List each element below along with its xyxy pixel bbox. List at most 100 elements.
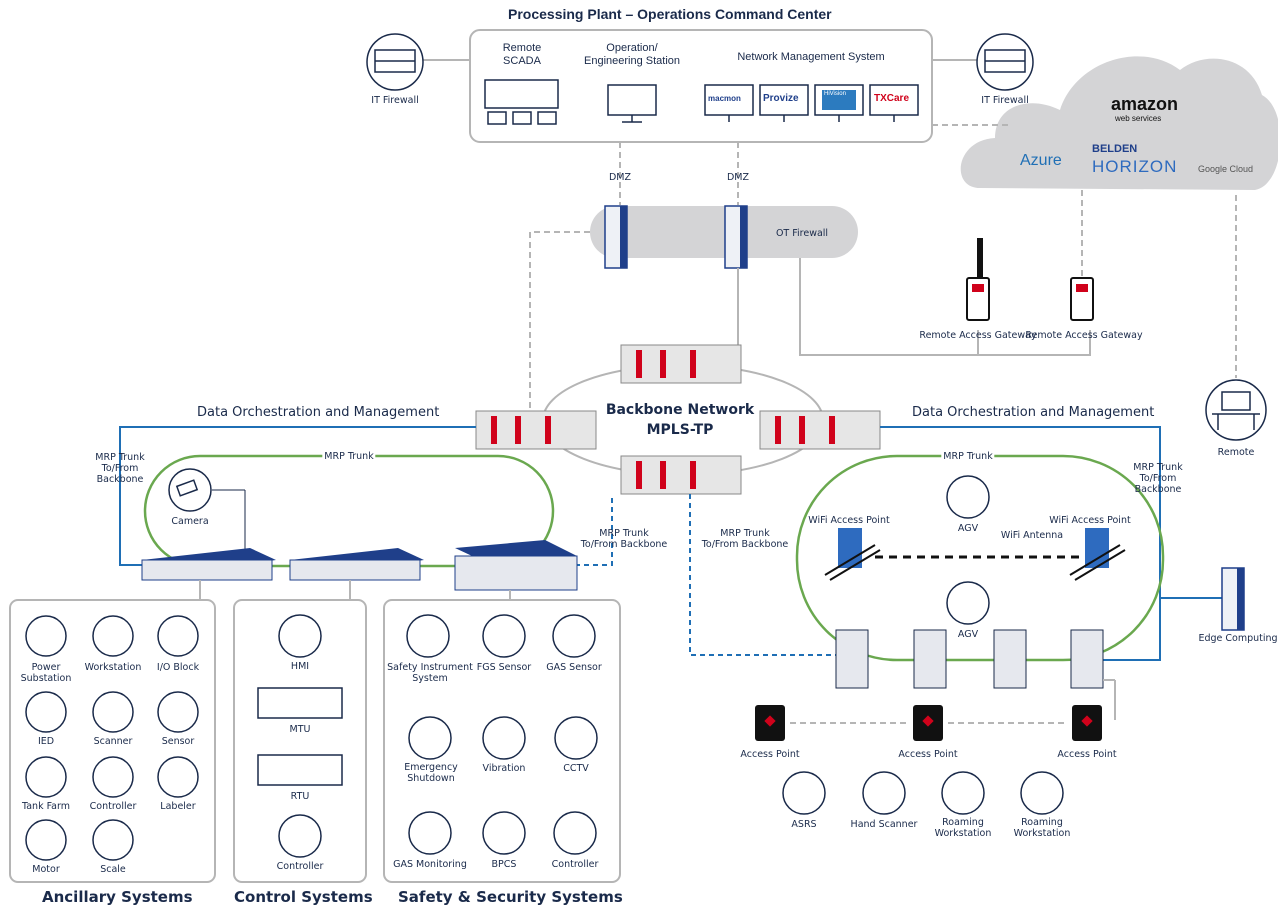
remote-label: Remote — [1217, 447, 1255, 458]
left-trunk-label: MRP Trunk To/From Backbone — [95, 452, 145, 485]
access-point-1-label: Access Point — [740, 749, 800, 760]
page-title: Processing Plant – Operations Command Ce… — [508, 6, 832, 22]
nms-title: Network Management System — [737, 51, 885, 63]
io-block-icon — [157, 615, 199, 657]
hand-scanner-label: Hand Scanner — [850, 819, 918, 830]
safety-title: Safety & Security Systems — [398, 888, 623, 906]
remote-gateway-2-icon — [1070, 277, 1094, 321]
nms-app-macmon: macmon — [708, 94, 741, 103]
left-ring-label: MRP Trunk — [322, 451, 376, 462]
labeler-label: Labeler — [160, 801, 196, 812]
switch-ancillary-icon — [141, 548, 276, 581]
workstation-icon — [92, 615, 134, 657]
scanner-icon — [92, 691, 134, 733]
nms-app-hivision: HiVision — [824, 91, 846, 97]
control-controller-icon — [278, 814, 322, 858]
ring-switch-2-icon — [913, 629, 947, 689]
belden-logo: BELDEN — [1092, 143, 1138, 155]
horizon-logo: HORIZON — [1092, 157, 1178, 176]
rtu-label: RTU — [290, 791, 310, 802]
safety-instrument-icon — [406, 614, 450, 658]
access-point-3-label: Access Point — [1057, 749, 1117, 760]
wifi-ap-right-label: WiFi Access Point — [1049, 515, 1131, 526]
emergency-shutdown-label: Emergency Shutdown — [404, 762, 458, 784]
camera-icon — [168, 468, 212, 512]
wifi-ap-left-label: WiFi Access Point — [808, 515, 890, 526]
orchestration-left: Data Orchestration and Management — [197, 405, 440, 420]
agv-top-label: AGV — [957, 523, 979, 534]
backbone-subtitle: MPLS-TP — [646, 422, 714, 438]
switch-control-icon — [289, 548, 424, 581]
mpls-router-bottom-icon — [620, 455, 742, 495]
vibration-label: Vibration — [482, 763, 526, 774]
vibration-icon — [482, 716, 526, 760]
sensor-icon — [157, 691, 199, 733]
wifi-ap-left-icon — [824, 528, 881, 581]
safety-controller-label: Controller — [551, 859, 599, 870]
gateway-1-label: Remote Access Gateway — [919, 330, 1037, 341]
emergency-shutdown-icon — [408, 716, 452, 760]
rtu-icon — [257, 754, 343, 786]
access-point-2-label: Access Point — [898, 749, 958, 760]
google-cloud-logo: Google Cloud — [1198, 164, 1254, 174]
amazon-logo: amazon — [1111, 94, 1179, 114]
power-substation-icon — [25, 615, 67, 657]
nms-app-provize: Provize — [763, 93, 799, 104]
amazon-sub: web services — [1115, 114, 1162, 123]
wifi-antenna-label: WiFi Antenna — [1000, 530, 1064, 541]
roaming-workstation-2-icon — [1020, 771, 1064, 815]
gas-monitoring-icon — [408, 811, 452, 855]
safety-instrument-label: Safety Instrument System — [387, 662, 473, 684]
scada-label: Remote SCADA — [502, 42, 542, 67]
asrs-label: ASRS — [791, 819, 817, 830]
scale-label: Scale — [100, 864, 126, 875]
gas-monitoring-label: GAS Monitoring — [393, 859, 467, 870]
tank-farm-icon — [25, 756, 67, 798]
controller-icon — [92, 756, 134, 798]
fgs-sensor-label: FGS Sensor — [476, 662, 532, 673]
backbone-title: Backbone Network — [605, 402, 755, 418]
mtu-label: MTU — [289, 724, 311, 735]
controller-label: Controller — [89, 801, 137, 812]
roaming-workstation-2-label: Roaming Workstation — [1013, 817, 1071, 839]
control-title: Control Systems — [234, 888, 373, 906]
orchestration-right: Data Orchestration and Management — [912, 405, 1155, 420]
scale-icon — [92, 819, 134, 861]
access-point-3-icon — [1072, 705, 1102, 741]
nms-app-txcare: TXCare — [874, 93, 910, 104]
wifi-ap-right-icon — [1069, 528, 1126, 581]
access-point-1-icon — [755, 705, 785, 741]
scada-monitor-icon — [484, 79, 559, 125]
ring-switch-4-icon — [1070, 629, 1104, 689]
azure-logo: Azure — [1020, 152, 1062, 169]
gas-sensor-icon — [552, 614, 596, 658]
gateway-2-label: Remote Access Gateway — [1025, 330, 1143, 341]
mpls-router-left-icon — [475, 410, 597, 450]
agv-bottom-label: AGV — [957, 629, 979, 640]
mtu-icon — [257, 687, 343, 719]
motor-icon — [25, 819, 67, 861]
it-firewall-left-label: IT Firewall — [371, 95, 419, 106]
agv-top-icon — [946, 475, 990, 519]
ot-firewall-label: OT Firewall — [775, 228, 829, 239]
asrs-icon — [782, 771, 826, 815]
scanner-label: Scanner — [93, 736, 133, 747]
ring-switch-1-icon — [835, 629, 869, 689]
cctv-label: CCTV — [563, 763, 589, 774]
control-box — [233, 599, 367, 883]
workstation-label: Workstation — [84, 662, 142, 673]
edge-computing-icon — [1221, 567, 1245, 631]
right-ring-label: MRP Trunk — [941, 451, 995, 462]
ops-station-label: Operation/ Engineering Station — [583, 42, 681, 67]
agv-bottom-icon — [946, 581, 990, 625]
dmz-right-label: DMZ — [726, 172, 750, 183]
ot-firewall-device-1-icon — [604, 205, 628, 269]
bpcs-label: BPCS — [491, 859, 517, 870]
tank-farm-label: Tank Farm — [21, 801, 71, 812]
hmi-label: HMI — [290, 661, 310, 672]
it-firewall-left-icon — [366, 33, 424, 91]
access-point-2-icon — [913, 705, 943, 741]
ot-firewall-zone — [590, 206, 858, 258]
ancillary-title: Ancillary Systems — [42, 888, 193, 906]
